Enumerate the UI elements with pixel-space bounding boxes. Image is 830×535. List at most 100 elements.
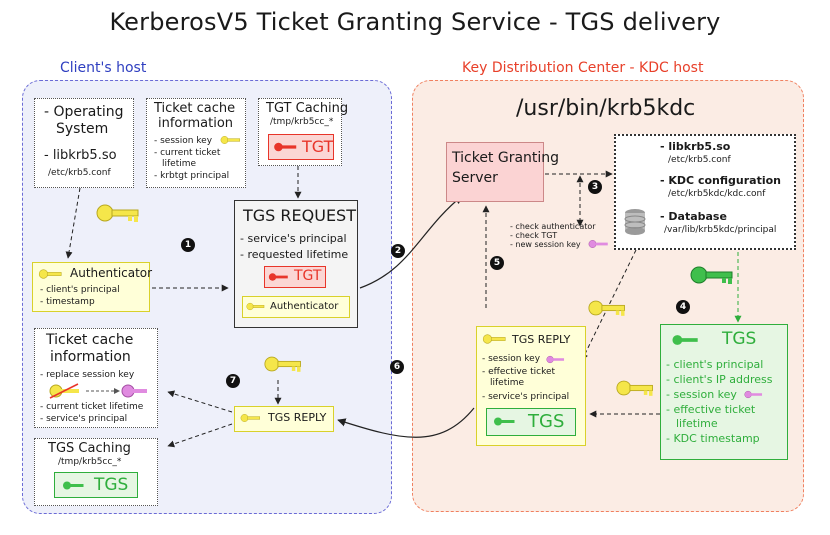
ticket-cache-item: - session key bbox=[154, 136, 213, 146]
kdc-tgs-reply-item: - effective ticket bbox=[482, 367, 556, 377]
tgt-key-icon bbox=[268, 273, 288, 281]
check-item: - check TGT bbox=[510, 231, 558, 240]
config-lib-path: /etc/krb5.conf bbox=[668, 155, 731, 165]
request-authenticator bbox=[242, 296, 350, 318]
database-icon bbox=[624, 209, 646, 235]
authenticator-title: Authenticator bbox=[70, 266, 153, 280]
config-db: - Database bbox=[660, 210, 727, 223]
replace-key-icon bbox=[49, 383, 147, 399]
new-session-key-icon bbox=[588, 240, 608, 248]
tgs-key-icon bbox=[63, 481, 84, 490]
cache-update-item: - current ticket lifetime bbox=[40, 402, 144, 412]
tgs-ticket-item: - session key bbox=[666, 388, 737, 401]
ticket-cache-box bbox=[146, 98, 246, 188]
os-lib: - libkrb5.so bbox=[44, 148, 117, 163]
ticket-cache-title1: Ticket cache bbox=[154, 101, 236, 116]
kdc-tgs-reply-item: - service's principal bbox=[482, 392, 570, 402]
step-number: 4 bbox=[679, 302, 687, 312]
kdc-tgs-reply-title: TGS REPLY bbox=[512, 333, 571, 346]
kdc-host-label: Key Distribution Center - KDC host bbox=[462, 60, 704, 76]
tgs-request-title: TGS REQUEST bbox=[243, 206, 356, 225]
request-authenticator-label: Authenticator bbox=[270, 301, 339, 312]
cache-update-title2: information bbox=[50, 349, 131, 365]
step-badge: 1 bbox=[181, 238, 195, 252]
tgs-caching-path: /tmp/krb5cc_* bbox=[58, 457, 122, 467]
ticket-cache-item: - krbtgt principal bbox=[154, 171, 230, 181]
config-lib: - libkrb5.so bbox=[660, 140, 731, 153]
kdc-tgs-reply-item: - session key bbox=[482, 354, 541, 364]
tgt-caching-title: TGT Caching bbox=[266, 101, 349, 116]
check-item: - check authenticator bbox=[510, 222, 596, 231]
ticket-cache-item: lifetime bbox=[162, 159, 197, 169]
session-key-icon bbox=[96, 204, 139, 222]
step-number: 5 bbox=[493, 258, 501, 268]
session-key-icon bbox=[482, 334, 506, 344]
tgs-key-icon bbox=[672, 335, 698, 345]
tgt-caching-path: /tmp/krb5cc_* bbox=[270, 117, 334, 127]
arrow-os-to-authenticator bbox=[65, 187, 81, 259]
tgt-key-icon bbox=[274, 142, 297, 152]
tgt-ticket-label: TGT bbox=[302, 137, 334, 156]
os-line1: - Operating bbox=[44, 104, 124, 120]
new-session-key-icon bbox=[546, 355, 565, 364]
authenticator-item: - client's principal bbox=[40, 285, 120, 295]
step-badge: 4 bbox=[676, 300, 690, 314]
request-tgt-ticket bbox=[264, 266, 326, 288]
session-key-icon bbox=[38, 269, 62, 279]
client-host-label: Client's host bbox=[60, 60, 147, 76]
arrow-reply-to-tgs-cache bbox=[167, 423, 233, 448]
os-line2: System bbox=[56, 121, 109, 137]
step-number: 2 bbox=[394, 246, 402, 256]
kdc-binary-path: /usr/bin/krb5kdc bbox=[516, 96, 696, 121]
os-box bbox=[34, 98, 134, 188]
client-tgs-reply-label: TGS REPLY bbox=[268, 411, 327, 424]
session-key-icon bbox=[220, 136, 240, 144]
tgs-cache-label: TGS bbox=[94, 475, 129, 495]
new-session-key-icon bbox=[744, 390, 763, 399]
arrow-reply-to-client bbox=[337, 407, 475, 438]
tgs-server-line1: Ticket Granting bbox=[452, 150, 560, 166]
step-number: 6 bbox=[393, 362, 401, 372]
tgs-request-item: - service's principal bbox=[240, 232, 347, 245]
arrow-reply-to-cache bbox=[167, 390, 233, 413]
cache-update-replace: - replace session key bbox=[40, 370, 135, 380]
step-badge: 7 bbox=[226, 374, 240, 388]
config-kdc: - KDC configuration bbox=[660, 174, 781, 187]
kdc-reply-tgs-label: TGS bbox=[528, 411, 565, 432]
tgs-caching-title: TGS Caching bbox=[48, 441, 131, 456]
cache-update-title1: Ticket cache bbox=[46, 332, 134, 348]
tgs-server-line2: Server bbox=[452, 170, 498, 186]
session-key-icon bbox=[246, 302, 265, 311]
step-badge: 5 bbox=[490, 256, 504, 270]
kdc-tgs-reply-item: lifetime bbox=[490, 378, 525, 388]
tgs-key-icon bbox=[494, 417, 515, 426]
session-key-icon bbox=[264, 356, 301, 372]
tgs-ticket-title: TGS bbox=[722, 329, 757, 349]
step-badge: 6 bbox=[390, 360, 404, 374]
session-key-icon bbox=[588, 300, 625, 316]
step-number: 1 bbox=[184, 240, 192, 250]
os-conf: /etc/krb5.conf bbox=[48, 168, 111, 178]
ticket-cache-item: - current ticket bbox=[154, 148, 221, 158]
tgs-request-item: - requested lifetime bbox=[240, 248, 349, 261]
check-item: - new session key bbox=[510, 240, 581, 249]
tgs-ticket-item: - client's principal bbox=[666, 358, 764, 371]
step-badge: 3 bbox=[588, 180, 602, 194]
diagram-title: KerberosV5 Ticket Granting Service - TGS… bbox=[109, 8, 721, 36]
request-tgt-label: TGT bbox=[294, 268, 322, 284]
tgs-server-box bbox=[446, 142, 544, 202]
step-badge: 2 bbox=[391, 244, 405, 258]
tgs-ticket-box bbox=[660, 324, 788, 460]
config-kdc-path: /etc/krb5kdc/kdc.conf bbox=[668, 189, 766, 199]
authenticator-box bbox=[32, 262, 150, 312]
cache-update-box bbox=[34, 328, 158, 428]
tgs-key-icon bbox=[690, 266, 733, 284]
authenticator-item: - timestamp bbox=[40, 297, 95, 307]
tgs-ticket-item: - client's IP address bbox=[666, 373, 773, 386]
step-number: 7 bbox=[229, 376, 237, 386]
step-number: 3 bbox=[591, 182, 599, 192]
ticket-cache-title2: information bbox=[158, 116, 234, 131]
session-key-icon bbox=[240, 414, 260, 422]
